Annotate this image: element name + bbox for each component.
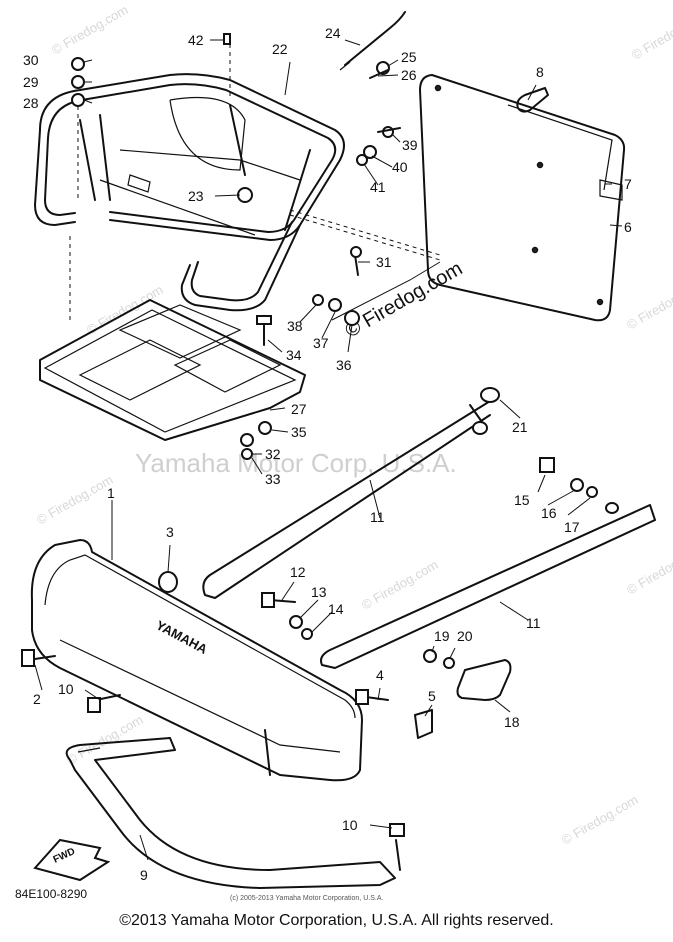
callout: 10 — [342, 817, 358, 833]
stay-lower — [320, 502, 656, 669]
callout: 29 — [23, 74, 39, 90]
watermark: © Firedog.com — [359, 557, 441, 613]
callout: 40 — [392, 159, 408, 175]
callout: 4 — [376, 667, 384, 683]
under-guard — [65, 737, 396, 889]
watermark: © Firedog.com — [559, 792, 641, 848]
copyright-notice: ©2013 Yamaha Motor Corporation, U.S.A. A… — [119, 912, 554, 929]
watermark: © Firedog.com — [34, 472, 116, 528]
callout: 14 — [328, 601, 344, 617]
callout: 38 — [287, 318, 303, 334]
watermark: © Firedog.com — [624, 542, 673, 598]
callout: 21 — [512, 419, 528, 435]
callout: 41 — [370, 179, 386, 195]
small-copyright: (c) 2005-2013 Yamaha Motor Corporation, … — [230, 895, 383, 902]
callout: 9 — [140, 867, 148, 883]
callout: 16 — [541, 505, 557, 521]
callout: 1 — [107, 485, 115, 501]
callout: 31 — [376, 254, 392, 270]
tail-light-socket — [516, 87, 549, 113]
callout: 26 — [401, 67, 417, 83]
callout: 20 — [457, 628, 473, 644]
bumper-brand: YAMAHA — [154, 617, 211, 657]
clip — [414, 709, 433, 739]
callout: 22 — [272, 41, 288, 57]
callout-numbers: 1 2 3 4 5 6 7 8 9 10 10 11 11 12 13 14 1… — [23, 25, 632, 883]
watermark-firedog-center: © Firedog.com — [342, 258, 467, 343]
callout: 8 — [536, 64, 544, 80]
callout: 7 — [624, 176, 632, 192]
watermark: © Firedog.com — [624, 277, 673, 333]
callout: 34 — [286, 347, 302, 363]
callout: 2 — [33, 691, 41, 707]
fwd-arrow-icon: FWD — [33, 838, 111, 882]
rack-plate — [39, 235, 306, 441]
stay-upper — [202, 387, 500, 599]
callout: 32 — [265, 446, 281, 462]
callout: 3 — [166, 524, 174, 540]
watermark: © Firedog.com — [629, 7, 673, 63]
callout: 6 — [624, 219, 632, 235]
callout: 27 — [291, 401, 307, 417]
rear-rack — [34, 73, 345, 312]
watermark: © Firedog.com — [49, 2, 131, 58]
callout: 18 — [504, 714, 520, 730]
callout: 37 — [313, 335, 329, 351]
callout: 12 — [290, 564, 306, 580]
callout: 24 — [325, 25, 341, 41]
callout-leaders — [34, 39, 623, 861]
wire-lead — [339, 11, 406, 71]
callout: 25 — [401, 49, 417, 65]
callout: 39 — [402, 137, 418, 153]
callout: 30 — [23, 52, 39, 68]
callout: 19 — [434, 628, 450, 644]
callout: 33 — [265, 471, 281, 487]
callout: 11 — [370, 509, 385, 525]
callout: 11 — [526, 615, 541, 631]
diagram-code: 84E100-8290 — [15, 887, 87, 901]
reflector — [456, 659, 512, 701]
callout: 42 — [188, 32, 204, 48]
callout: 10 — [58, 681, 74, 697]
callout: 17 — [564, 519, 580, 535]
callout: 15 — [514, 492, 530, 508]
license-plate — [419, 74, 626, 322]
callout: 35 — [291, 424, 307, 440]
bolts — [21, 457, 598, 871]
callout: 36 — [336, 357, 352, 373]
callout: 13 — [311, 584, 327, 600]
callout: 5 — [428, 688, 436, 704]
callout: 28 — [23, 95, 39, 111]
callout: 23 — [188, 188, 204, 204]
